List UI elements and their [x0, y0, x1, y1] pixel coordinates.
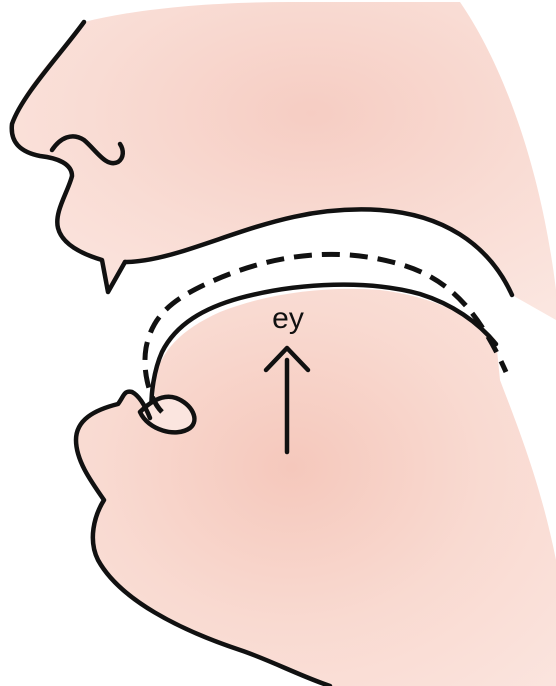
sound-label: ey — [272, 302, 304, 335]
upper-head — [12, 2, 556, 320]
upper-head-fill — [12, 2, 556, 320]
